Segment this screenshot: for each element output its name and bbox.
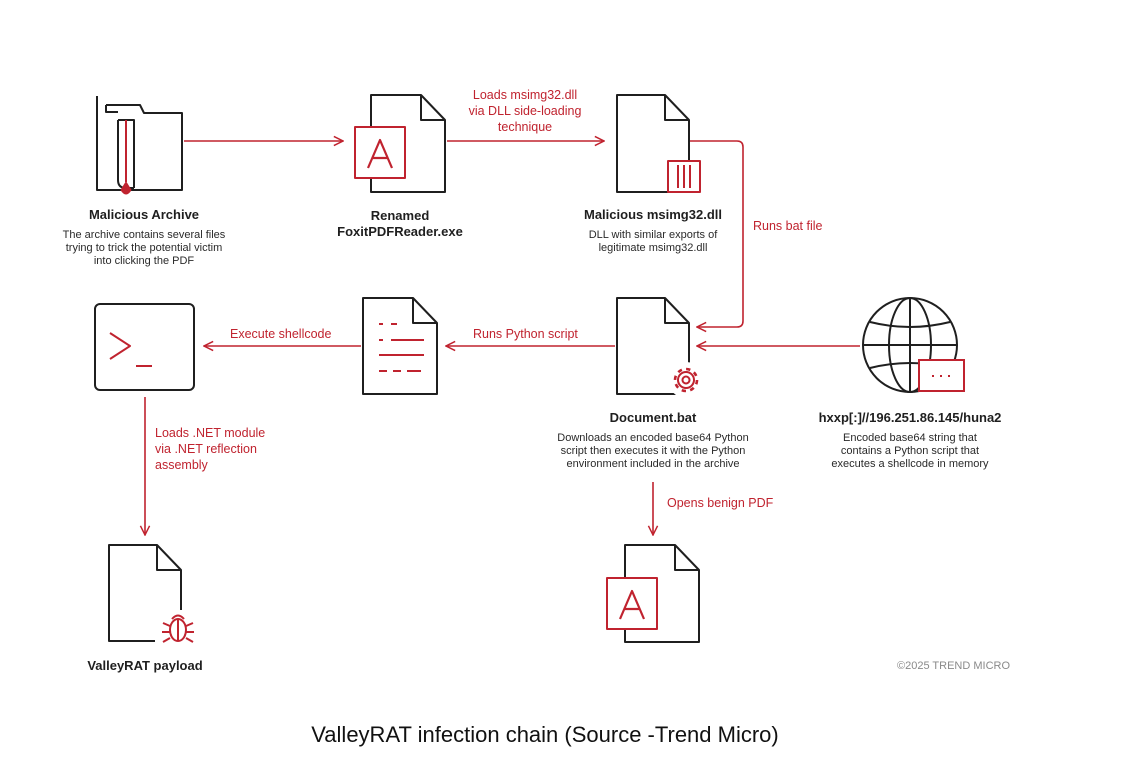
bat-title: Document.bat xyxy=(609,410,697,425)
gear-file-icon xyxy=(616,297,704,398)
globe-icon xyxy=(862,297,965,393)
edge-label-terminal-to-payload: Loads .NET module via .NET reflection as… xyxy=(155,426,266,472)
edge-label-bat-to-script: Runs Python script xyxy=(473,327,578,341)
bat-description: Downloads an encoded base64 Python scrip… xyxy=(557,432,749,470)
payload-title: ValleyRAT payload xyxy=(87,658,203,673)
dll-description: DLL with similar exports of legitimate m… xyxy=(588,229,718,254)
terminal-icon xyxy=(94,303,195,391)
dll-file-icon xyxy=(616,94,701,193)
archive-icon xyxy=(96,96,183,195)
dll-title: Malicious msimg32.dll xyxy=(584,207,722,222)
renamed-pdf-file-icon xyxy=(354,94,446,193)
url-title: hxxp[:]//196.251.86.145/huna2 xyxy=(818,410,1002,425)
edge-label-script-to-terminal: Execute shellcode xyxy=(230,327,332,341)
edge-label-dll-to-bat: Runs bat file xyxy=(753,219,823,233)
renamed-title: Renamed FoxitPDFReader.exe xyxy=(337,208,463,239)
bug-file-icon xyxy=(108,544,201,648)
edge-label-bat-to-pdf: Opens benign PDF xyxy=(667,496,774,510)
edge-dll-to-bat xyxy=(690,140,744,327)
copyright-notice: ©2025 TREND MICRO xyxy=(897,660,1011,672)
archive-title: Malicious Archive xyxy=(88,207,200,222)
benign-pdf-file-icon xyxy=(606,544,700,643)
url-description: Encoded base64 string that contains a Py… xyxy=(831,432,989,470)
edge-label-renamed-to-dll: Loads msimg32.dll via DLL side-loading t… xyxy=(468,88,582,134)
script-file-icon xyxy=(362,297,438,395)
archive-description: The archive contains several files tryin… xyxy=(62,229,226,267)
figure-caption: ValleyRAT infection chain (Source -Trend… xyxy=(311,722,779,747)
